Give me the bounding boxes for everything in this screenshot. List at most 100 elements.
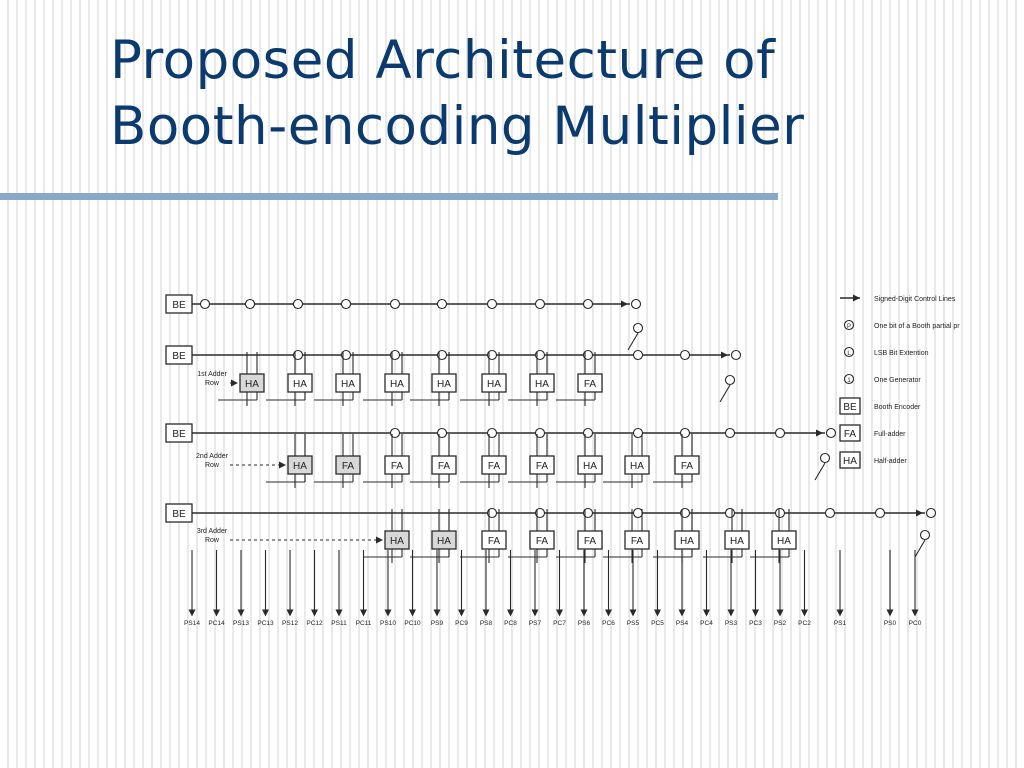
partial-product-node-3-1	[389, 427, 401, 439]
half-adder-3-8-label: HA	[730, 536, 744, 547]
adder-row-label-3-a: 3rd Adder	[197, 528, 228, 535]
half-adder-3-9-label: HA	[777, 536, 791, 547]
output-label-PC2: PC2	[798, 620, 811, 627]
full-adder-3-4	[529, 530, 555, 550]
full-adder-2-3	[384, 455, 410, 475]
legend-text-4: One Generator	[874, 377, 921, 384]
full-adder-2-5-label: FA	[488, 461, 501, 472]
output-arrow-PC6	[605, 609, 612, 617]
output-arrow-PS5	[629, 609, 637, 617]
output-arrow-PS11	[335, 609, 343, 617]
output-arrow-PC7	[556, 609, 563, 617]
partial-product-node-4-2	[534, 507, 546, 519]
output-label-PS11: PS11	[331, 620, 347, 627]
full-adder-3-5-label: FA	[584, 536, 597, 547]
full-adder-2-5	[481, 455, 507, 475]
one-generator-wire-4	[914, 539, 926, 558]
output-label-PS7: PS7	[529, 620, 542, 627]
output-label-PC9: PC9	[455, 620, 468, 627]
half-adder-1-1	[239, 373, 265, 393]
half-adder-2-7-label: HA	[583, 461, 597, 472]
legend-symbol-ha	[839, 451, 861, 469]
adder-row-label-2-a: 2nd Adder	[196, 453, 229, 460]
output-arrow-PS8	[482, 609, 490, 617]
half-adder-3-1	[384, 530, 410, 550]
half-adder-3-2-label: HA	[437, 536, 451, 547]
output-arrow-PC2	[801, 609, 808, 617]
legend-text-7: Half-adder	[874, 458, 907, 465]
half-adder-2-8	[624, 455, 650, 475]
output-label-PC10: PC10	[404, 620, 421, 627]
output-label-PS8: PS8	[480, 620, 493, 627]
output-arrow-PS1	[836, 609, 844, 617]
output-arrow-PS12	[286, 609, 294, 617]
half-adder-2-7	[577, 455, 603, 475]
full-adder-3-4-label: FA	[536, 536, 549, 547]
partial-product-node-3-4	[534, 427, 546, 439]
partial-product-node-4-7	[774, 507, 786, 519]
partial-product-node-4-8	[824, 507, 836, 519]
output-arrow-PC13	[262, 609, 269, 617]
half-adder-3-9	[771, 530, 797, 550]
partial-product-node-2-8	[632, 349, 644, 361]
legend-symbol-3	[843, 373, 855, 385]
partial-product-node-2-5	[486, 349, 498, 361]
adder-row-pointer-arrow-3	[376, 536, 383, 544]
lsb-extension-node-3	[825, 427, 837, 439]
half-adder-1-4-label: HA	[390, 379, 404, 390]
partial-product-node-1-9	[582, 298, 594, 310]
output-label-PC7: PC7	[553, 620, 566, 627]
legend-symbol-fa-label: FA	[844, 429, 857, 440]
booth-encoder-3-label: BE	[172, 429, 186, 440]
one-generator-node-4	[919, 529, 931, 541]
half-adder-1-7-label: HA	[535, 379, 549, 390]
full-adder-3-3	[481, 530, 507, 550]
partial-product-node-2-6	[534, 349, 546, 361]
one-generator-wire-3	[814, 462, 826, 481]
booth-encoder-1-label: BE	[172, 300, 186, 311]
output-label-PS14: PS14	[184, 620, 200, 627]
half-adder-1-2-label: HA	[293, 379, 307, 390]
one-generator-node-2	[724, 374, 736, 386]
partial-product-node-2-2	[340, 349, 352, 361]
lsb-extension-node-4	[925, 507, 937, 519]
partial-product-node-3-5	[582, 427, 594, 439]
legend-symbol-1	[843, 319, 855, 331]
full-adder-2-6-label: FA	[536, 461, 549, 472]
output-label-PS9: PS9	[431, 620, 444, 627]
half-adder-2-1-label: HA	[293, 461, 307, 472]
partial-product-node-4-9	[874, 507, 886, 519]
output-label-PS1: PS1	[834, 620, 847, 627]
half-adder-3-8	[724, 530, 750, 550]
legend-text-6: Full-adder	[874, 431, 906, 438]
adder-row-pointer-arrow-2	[279, 461, 286, 469]
half-adder-1-3-label: HA	[341, 379, 355, 390]
partial-product-node-3-9	[774, 427, 786, 439]
output-label-PS6: PS6	[578, 620, 591, 627]
legend-symbol-ha-label: HA	[843, 456, 857, 467]
output-arrow-PC12	[311, 609, 318, 617]
half-adder-2-1	[287, 455, 313, 475]
output-label-PS4: PS4	[676, 620, 689, 627]
half-adder-1-4	[384, 373, 410, 393]
output-arrow-PS10	[384, 609, 392, 617]
partial-product-node-4-3	[582, 507, 594, 519]
output-arrow-PS3	[727, 609, 735, 617]
control-line-arrow-4	[916, 509, 923, 517]
output-arrow-PC3	[752, 609, 759, 617]
output-arrow-PC4	[703, 609, 710, 617]
full-adder-1-8	[577, 373, 603, 393]
lsb-extension-node-2	[730, 349, 742, 361]
half-adder-1-5	[431, 373, 457, 393]
output-label-PS13: PS13	[233, 620, 249, 627]
output-label-PC13: PC13	[257, 620, 274, 627]
output-label-PC5: PC5	[651, 620, 664, 627]
full-adder-2-6	[529, 455, 555, 475]
partial-product-node-1-2	[244, 298, 256, 310]
full-adder-2-3-label: FA	[391, 461, 404, 472]
partial-product-node-1-6	[436, 298, 448, 310]
legend-control-arrow	[853, 294, 860, 302]
output-label-PS2: PS2	[774, 620, 787, 627]
